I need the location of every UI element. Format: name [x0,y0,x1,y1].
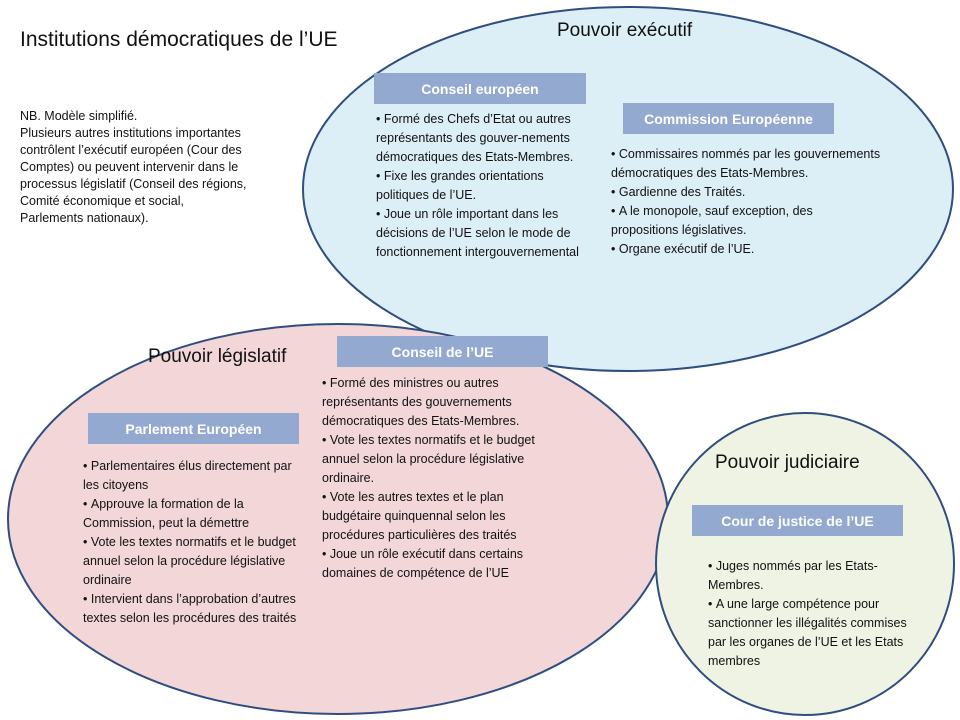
conseil-ue-box: Conseil de l’UE [337,336,548,367]
cour-list: Juges nommés par les Etats-Membres. A un… [708,557,913,671]
parlement-box: Parlement Européen [88,413,299,444]
commission-list: Commissaires nommés par les gouvernement… [611,145,883,259]
list-item: Intervient dans l’approbation d’autres t… [83,590,308,628]
list-item: Gardienne des Traités. [611,183,883,202]
cour-box: Cour de justice de l’UE [692,505,903,536]
list-item: Joue un rôle exécutif dans certains doma… [322,545,544,583]
list-item: Fixe les grandes orientations politiques… [376,167,594,205]
list-item: Vote les textes normatifs et le budget a… [83,533,308,590]
note-line: Parlements nationaux). [20,211,149,225]
commission-box: Commission Européenne [623,103,834,134]
diagram-title: Institutions démocratiques de l’UE [20,28,338,51]
note-line: Comptes) ou peuvent intervenir dans le [20,160,239,174]
list-item: Parlementaires élus directement par les … [83,457,308,495]
legislative-heading: Pouvoir législatif [148,346,287,367]
conseil-europeen-list: Formé des Chefs d’Etat ou autres représe… [376,110,594,262]
list-item: A le monopole, sauf exception, des propo… [611,202,883,240]
list-item: Vote les autres textes et le plan budgét… [322,488,544,545]
list-item: Commissaires nommés par les gouvernement… [611,145,883,183]
note-line: Comité économique et social, [20,194,184,208]
note-line: NB. Modèle simplifié. [20,109,138,123]
list-item: Vote les textes normatifs et le budget a… [322,431,544,488]
conseil-ue-list: Formé des ministres ou autres représenta… [322,374,544,583]
conseil-europeen-box: Conseil européen [374,73,586,104]
judicial-heading: Pouvoir judiciaire [715,452,860,473]
list-item: Formé des ministres ou autres représenta… [322,374,544,431]
note-line: processus législatif (Conseil des région… [20,177,247,191]
parlement-list: Parlementaires élus directement par les … [83,457,308,628]
list-item: Juges nommés par les Etats-Membres. [708,557,913,595]
list-item: Joue un rôle important dans les décision… [376,205,594,262]
list-item: Approuve la formation de la Commission, … [83,495,308,533]
list-item: Formé des Chefs d’Etat ou autres représe… [376,110,594,167]
list-item: A une large compétence pour sanctionner … [708,595,913,671]
note-line: contrôlent l’exécutif européen (Cour des [20,143,242,157]
executive-heading: Pouvoir exécutif [557,20,693,41]
note-line: Plusieurs autres institutions importante… [20,126,241,140]
list-item: Organe exécutif de l’UE. [611,240,883,259]
note-text: NB. Modèle simplifié. Plusieurs autres i… [20,108,280,227]
